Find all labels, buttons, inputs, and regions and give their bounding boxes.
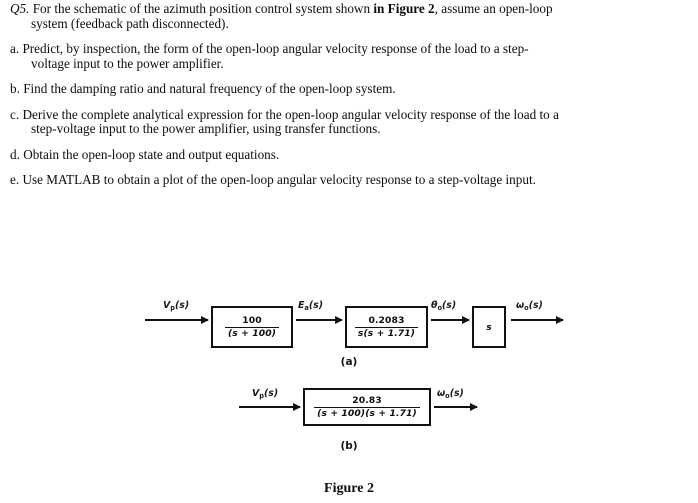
arrow-block3-to-output (511, 315, 564, 324)
question-header-line-2: system (feedback path disconnected). (31, 15, 229, 31)
arrow-input-to-block-b (239, 402, 301, 411)
question-number: Q5. (10, 1, 30, 16)
part-b-line-1: b. Find the damping ratio and natural fr… (10, 81, 396, 96)
omega-b-suffix: (s) (449, 388, 464, 399)
subcaption-b: (b) (340, 440, 358, 452)
omega-a-sub: o (524, 304, 529, 312)
block-differentiator: s (472, 306, 506, 348)
theta-sub: o (437, 304, 442, 312)
vp-sub: p (170, 304, 175, 312)
figure-reference: in Figure 2 (373, 1, 435, 16)
question-header: Q5. For the schematic of the azimuth pos… (10, 1, 688, 31)
part-a-line-2: voltage input to the power amplifier. (31, 55, 224, 71)
ea-base: E (298, 300, 305, 311)
arrow-input-to-block1 (145, 315, 209, 324)
question-part-d: d. Obtain the open-loop state and output… (10, 146, 688, 163)
subcaption-a: (a) (340, 356, 358, 368)
tf1-numerator: 100 (224, 315, 280, 328)
part-a-line-1: a. Predict, by inspection, the form of t… (10, 41, 529, 56)
ea-sub: a (304, 304, 309, 312)
tf1-denominator: (s + 100) (227, 327, 277, 339)
transfer-function-2: 0.2083 s(s + 1.71) (354, 315, 419, 339)
omega-a-suffix: (s) (528, 300, 543, 311)
omega-b-base: ω (437, 388, 446, 399)
question-part-b: b. Find the damping ratio and natural fr… (10, 81, 688, 97)
arrow-block-b-to-output (434, 402, 478, 411)
signal-label-vp-a: Vp(s) (163, 300, 190, 312)
block-power-amplifier: 100 (s + 100) (211, 306, 293, 348)
signal-label-omega-o-a: ωo(s) (516, 300, 543, 312)
vp-b-suffix: (s) (264, 388, 279, 399)
block-motor-and-load: 0.2083 s(s + 1.71) (345, 306, 428, 348)
block-diagram-b: Vp(s) 20.83 (s + 100)(s + 1.71) ωo(s) (b… (0, 378, 698, 452)
part-e-line-1: e. Use MATLAB to obtain a plot of the op… (10, 172, 536, 187)
question-part-a: a. Predict, by inspection, the form of t… (10, 41, 688, 71)
block-equivalent-transfer-function: 20.83 (s + 100)(s + 1.71) (303, 388, 431, 426)
arrow-block1-to-block2 (296, 315, 343, 324)
vp-b-sub: p (259, 392, 264, 400)
question-part-e: e. Use MATLAB to obtain a plot of the op… (10, 172, 688, 188)
part-c-line-1: c. Derive the complete analytical expres… (10, 106, 559, 122)
tfb-numerator: 20.83 (314, 395, 420, 408)
signal-label-ea: Ea(s) (298, 300, 324, 312)
question-text-block: Q5. For the schematic of the azimuth pos… (10, 1, 688, 199)
question-part-c: c. Derive the complete analytical expres… (10, 106, 688, 137)
vp-b-base: V (252, 388, 260, 399)
part-d-line-1: d. Obtain the open-loop state and output… (10, 146, 280, 162)
vp-base: V (163, 300, 171, 311)
theta-base: θ (431, 300, 438, 311)
signal-label-omega-o-b: ωo(s) (437, 388, 464, 400)
theta-suffix: (s) (441, 300, 457, 311)
figure-caption: Figure 2 (324, 481, 374, 496)
tf2-numerator: 0.2083 (354, 315, 419, 328)
question-header-text-2: , assume an open-loop (434, 1, 553, 16)
signal-label-theta-o: θo(s) (431, 300, 457, 312)
question-header-text-1: For the schematic of the azimuth positio… (29, 1, 374, 16)
omega-b-sub: o (445, 392, 450, 400)
differentiator-text: s (486, 321, 492, 333)
block-diagram-a: Vp(s) 100 (s + 100) Ea(s) 0.2083 s(s + 1… (0, 288, 698, 368)
signal-label-vp-b: Vp(s) (252, 388, 279, 400)
transfer-function-b: 20.83 (s + 100)(s + 1.71) (314, 395, 420, 419)
figure-2: Vp(s) 100 (s + 100) Ea(s) 0.2083 s(s + 1… (0, 288, 698, 503)
arrow-block2-to-block3 (431, 315, 470, 324)
omega-a-base: ω (516, 300, 525, 311)
transfer-function-1: 100 (s + 100) (224, 315, 280, 339)
question-header-line-1: Q5. For the schematic of the azimuth pos… (10, 1, 688, 17)
part-c-line-2: step-voltage input to the power amplifie… (31, 121, 381, 136)
tf2-denominator: s(s + 1.71) (357, 327, 416, 339)
ea-suffix: (s) (308, 300, 324, 311)
tfb-denominator: (s + 100)(s + 1.71) (317, 407, 417, 419)
vp-suffix: (s) (175, 300, 190, 311)
